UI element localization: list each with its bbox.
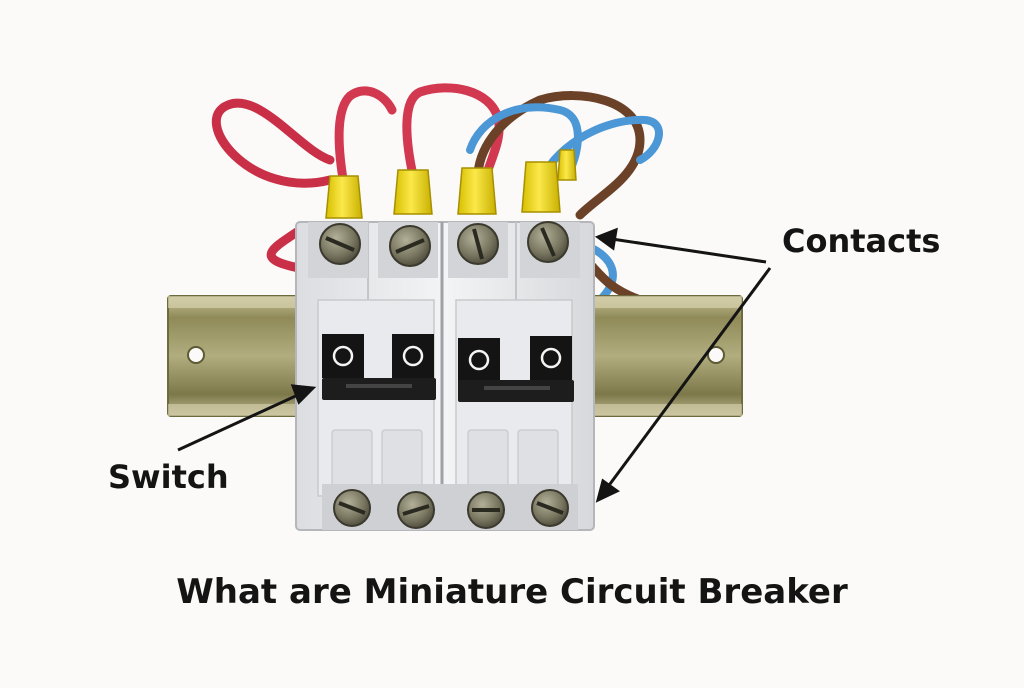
terminal-screws-bottom (333, 489, 569, 529)
status-window (458, 338, 500, 382)
annotation-arrows (177, 227, 772, 503)
switch-label: Switch (108, 458, 229, 496)
wires-front (334, 83, 663, 220)
toggle-bar-right (458, 380, 574, 402)
switch-handles (322, 334, 574, 402)
terminal-screws-top (319, 221, 569, 267)
arrow-switch (177, 384, 317, 452)
toggle-bar-left (322, 378, 436, 400)
status-window (530, 336, 572, 380)
contacts-label: Contacts (782, 222, 941, 260)
arrow-contacts-bottom (595, 267, 772, 503)
arrow-contacts-top (594, 227, 767, 264)
wire-ferrules (325, 149, 577, 219)
diagram-caption: What are Miniature Circuit Breaker (176, 572, 848, 612)
status-window (392, 334, 434, 378)
status-window (322, 334, 364, 378)
